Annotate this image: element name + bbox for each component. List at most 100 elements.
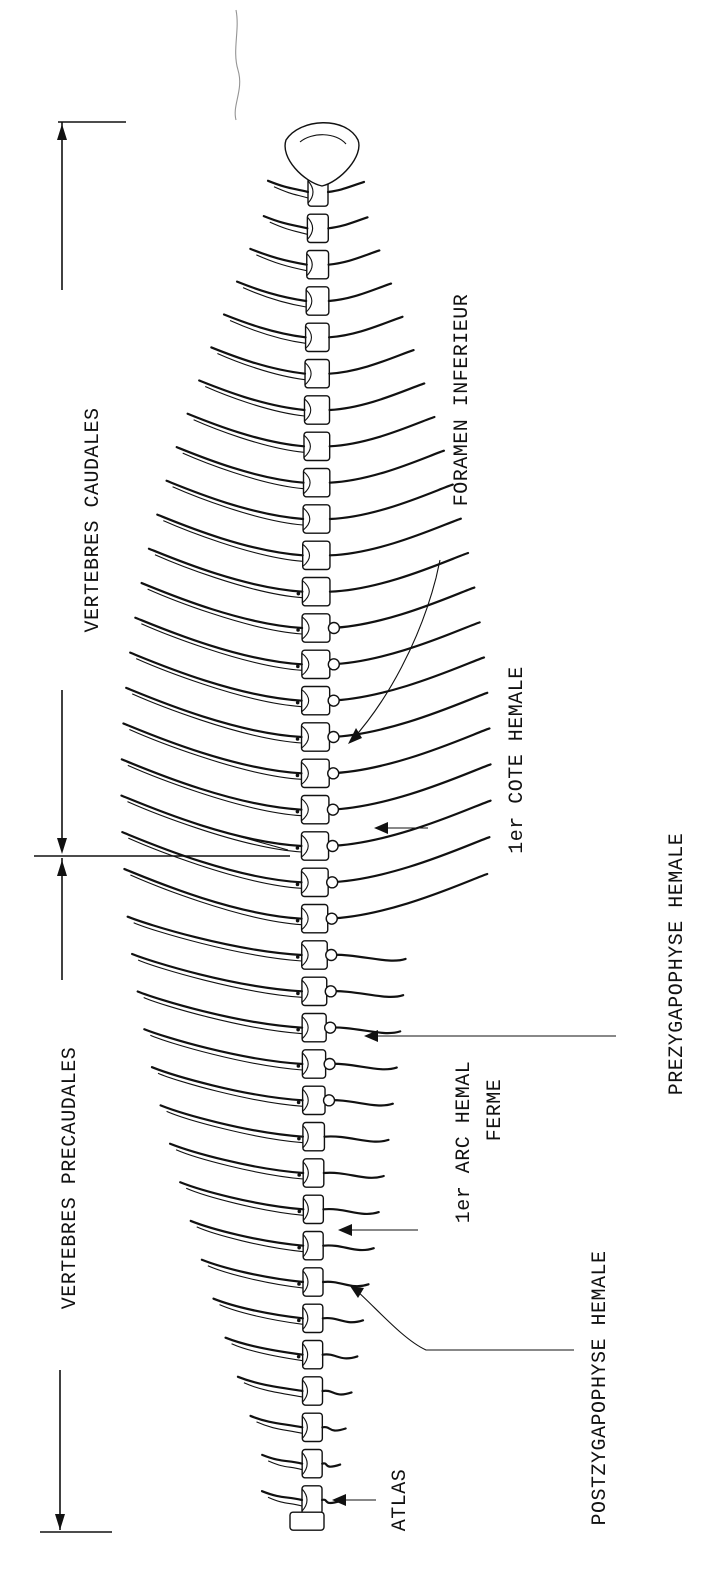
centrum [301, 832, 328, 860]
neural-spine-edge [220, 1305, 303, 1325]
haemal-spine [330, 485, 453, 519]
centrum [304, 396, 329, 424]
centrum [302, 977, 327, 1005]
centrum [302, 650, 330, 678]
centrum [303, 505, 330, 533]
neural-foramen-dot [296, 992, 300, 996]
neural-spine [262, 1455, 302, 1464]
neural-foramen-dot [297, 592, 301, 596]
centrum [302, 577, 330, 605]
centrum [303, 1268, 323, 1296]
haemal-rib [323, 1391, 352, 1395]
neural-spine [124, 869, 301, 919]
neural-spine [188, 414, 304, 447]
label-atlas: ATLAS [389, 1469, 412, 1532]
neural-foramen-dot [297, 1137, 301, 1141]
neural-foramen-dot [297, 1355, 301, 1359]
haemal-spine [329, 284, 391, 301]
neural-spine [149, 549, 302, 592]
neural-spine [157, 515, 302, 556]
haemal-rib [324, 1136, 388, 1141]
centrum [302, 904, 328, 932]
neural-spine [132, 954, 302, 991]
caudal-dimension-bracket [34, 122, 290, 856]
neural-spine [144, 1029, 302, 1064]
centrum [306, 323, 330, 351]
vertebral-column [121, 178, 490, 1530]
centrum [302, 1413, 322, 1441]
centrum [304, 432, 330, 460]
haemal-spine [328, 217, 367, 228]
centrum [303, 1159, 324, 1187]
neural-foramen-dot [296, 883, 300, 887]
haemal-rib [323, 1245, 374, 1250]
neural-spine [199, 381, 304, 410]
haemal-rib [326, 1027, 400, 1033]
neural-spine-edge [186, 1188, 303, 1215]
centrum [303, 1377, 323, 1405]
label-vertebres-caudales: VERTEBRES CAUDALES [82, 407, 105, 632]
neural-foramen-dot [297, 1173, 301, 1177]
neural-foramen-dot [296, 628, 300, 632]
neural-foramen-dot [296, 665, 300, 669]
haemal-foramen [328, 768, 339, 779]
neural-spine [122, 759, 302, 809]
haemal-spine [330, 417, 435, 446]
haemal-rib [327, 955, 405, 961]
centrum [306, 287, 329, 315]
centrum [302, 614, 330, 642]
label-foramen-inferieur: FORAMEN INFERIEUR [451, 294, 474, 507]
neural-spine [121, 796, 301, 846]
neural-foramen-dot [296, 737, 300, 741]
label-premiere-cote-hemale: 1er COTE HEMALE [506, 666, 529, 854]
haemal-foramen [328, 623, 339, 634]
haemal-spine [329, 350, 413, 374]
neural-spine [122, 832, 301, 882]
label-premier-arc-hemal-ferme: FERME [484, 1079, 507, 1142]
label-prezygapophyse-hemale: PREZYGAPOPHYSE HEMALE [666, 833, 689, 1096]
centrum [303, 1122, 325, 1150]
neural-spine-edge [230, 321, 306, 344]
haemal-spine [329, 250, 380, 264]
neural-foramen-dot [297, 1064, 301, 1068]
haemal-spine [330, 519, 461, 556]
neural-spine [161, 1105, 303, 1136]
centrum [302, 1050, 325, 1078]
centrum [303, 1086, 325, 1114]
scan-artifact-line [235, 10, 240, 120]
centrum [303, 1195, 323, 1223]
centrum [302, 723, 330, 751]
haemal-spine [328, 182, 364, 192]
neural-foramen-dot [297, 1246, 301, 1250]
neural-foramen-dot [297, 1282, 301, 1286]
centrum [307, 214, 328, 242]
neural-spine-edge [217, 353, 305, 379]
centrum [304, 468, 330, 496]
centrum [302, 941, 328, 969]
haemal-rib [324, 1173, 384, 1178]
hypural-plate [285, 123, 359, 186]
neural-spine [167, 481, 304, 519]
centrum [301, 868, 328, 896]
haemal-rib [323, 1318, 363, 1322]
centrum [303, 1340, 323, 1368]
neural-foramen-dot [296, 774, 300, 778]
neural-foramen-dot [296, 955, 300, 959]
haemal-rib [323, 1282, 369, 1286]
haemal-spine [330, 588, 474, 628]
haemal-foramen [327, 877, 338, 888]
haemal-foramen [328, 659, 339, 670]
haemal-foramen [324, 1095, 335, 1106]
neural-foramen-dot [297, 1101, 301, 1105]
haemal-foramen [328, 732, 339, 743]
haemal-rib [326, 1064, 397, 1070]
neural-foramen-dot [296, 1028, 300, 1032]
neural-spine [152, 1067, 303, 1100]
haemal-spine [330, 657, 484, 700]
haemal-foramen [328, 695, 339, 706]
centrum [302, 1486, 322, 1514]
haemal-rib [327, 991, 403, 997]
neural-spine-edge [197, 1227, 303, 1252]
centrum [303, 1304, 323, 1332]
haemal-foramen [325, 1022, 336, 1033]
